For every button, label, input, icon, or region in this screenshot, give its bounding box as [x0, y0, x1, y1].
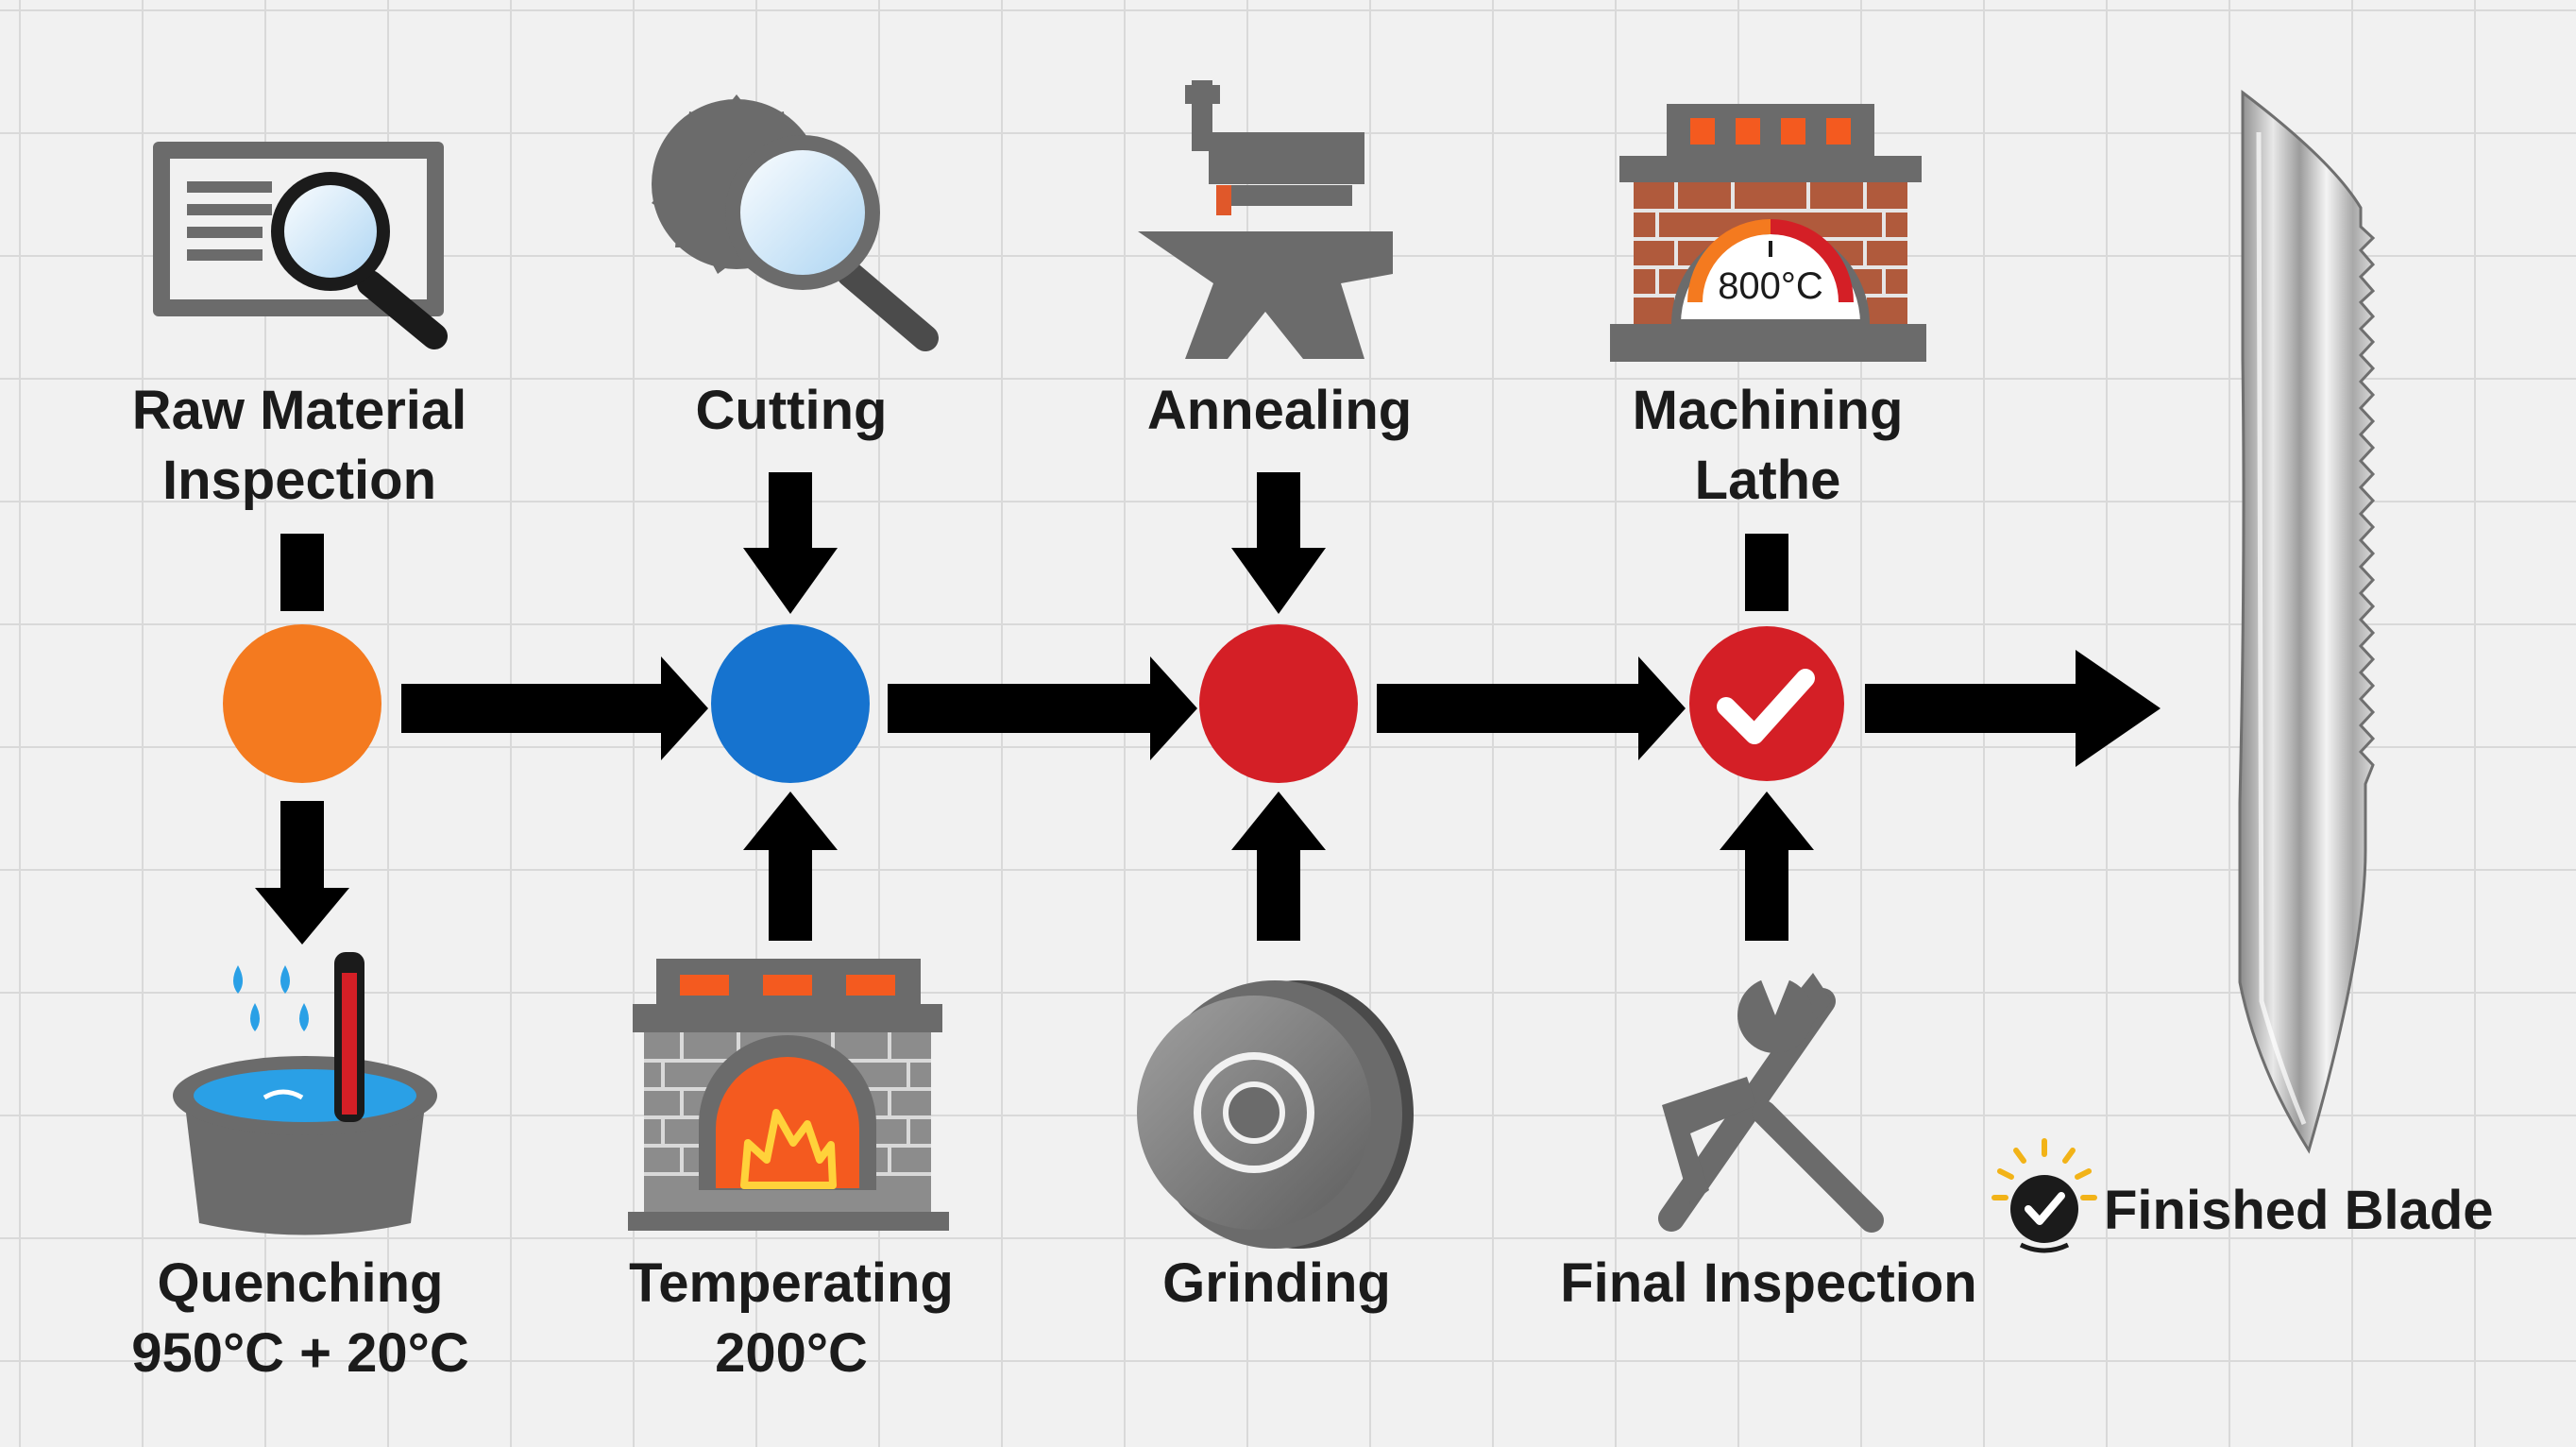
blue-node	[711, 624, 870, 783]
step-label-line2: Lathe	[1694, 450, 1841, 511]
step-label-line1: Machining	[1632, 380, 1904, 441]
arrow-from-temperating	[743, 792, 838, 941]
arrow-check-to-blade	[1865, 650, 2161, 767]
step-label-line1: Quenching	[157, 1252, 444, 1314]
checkmark-icon	[1717, 669, 1815, 744]
check-node	[1689, 626, 1844, 781]
document-magnifier-icon	[153, 142, 448, 349]
step-label-line1: Raw Material	[131, 380, 467, 441]
furnace-gauge-icon: 800°C	[1610, 104, 1926, 362]
step-label-line1: Temperating	[629, 1252, 954, 1314]
step-label-machining-lathe: Machining Lathe	[1541, 376, 1994, 516]
serrated-blade-icon	[2238, 89, 2376, 1154]
step-label-grinding: Grinding	[1050, 1249, 1503, 1319]
saw-blade-magnifier-icon	[652, 94, 939, 351]
arrow-cutting-down	[743, 472, 838, 614]
finished-blade-label: Finished Blade	[2104, 1180, 2494, 1241]
step-label-line1: Annealing	[1146, 380, 1413, 441]
step-label-temperating: Temperating 200°C	[565, 1249, 1018, 1388]
step-label-line1: Cutting	[695, 380, 888, 441]
step-label-raw-material-inspection: Raw Material Inspection	[73, 376, 526, 516]
arrow-red-to-check	[1377, 656, 1686, 760]
connector-raw-material	[280, 534, 324, 611]
step-label-line2: 200°C	[715, 1322, 868, 1384]
step-label-line2: 950°C + 20°C	[131, 1322, 469, 1384]
caliper-wrench-icon	[1658, 973, 1884, 1233]
red-node	[1199, 624, 1358, 783]
step-label-line2: Inspection	[161, 450, 437, 511]
grinding-wheel-icon	[1137, 980, 1414, 1249]
step-label-final-inspection: Final Inspection	[1542, 1249, 1995, 1319]
connectors	[255, 472, 2161, 945]
anvil-vise-icon	[1138, 80, 1393, 359]
step-label-line1: Final Inspection	[1560, 1252, 1977, 1314]
step-label-cutting: Cutting	[565, 376, 1018, 446]
check-badge-icon	[1991, 1138, 2097, 1253]
arrow-orange-to-blue	[401, 656, 708, 760]
step-label-annealing: Annealing	[1053, 376, 1506, 446]
water-bath-thermometer-icon	[173, 952, 437, 1235]
arrow-from-final-inspection	[1720, 792, 1814, 941]
arrow-to-quenching	[255, 801, 349, 945]
arrow-annealing-down	[1231, 472, 1326, 614]
connector-machining	[1745, 534, 1788, 611]
orange-node	[223, 624, 381, 783]
arrow-blue-to-red	[888, 656, 1197, 760]
brick-furnace-fire-icon	[628, 959, 949, 1231]
arrow-from-grinding	[1231, 792, 1326, 941]
step-label-line1: Grinding	[1162, 1252, 1391, 1314]
gauge-reading: 800°C	[1718, 265, 1823, 307]
step-label-quenching: Quenching 950°C + 20°C	[74, 1249, 527, 1388]
